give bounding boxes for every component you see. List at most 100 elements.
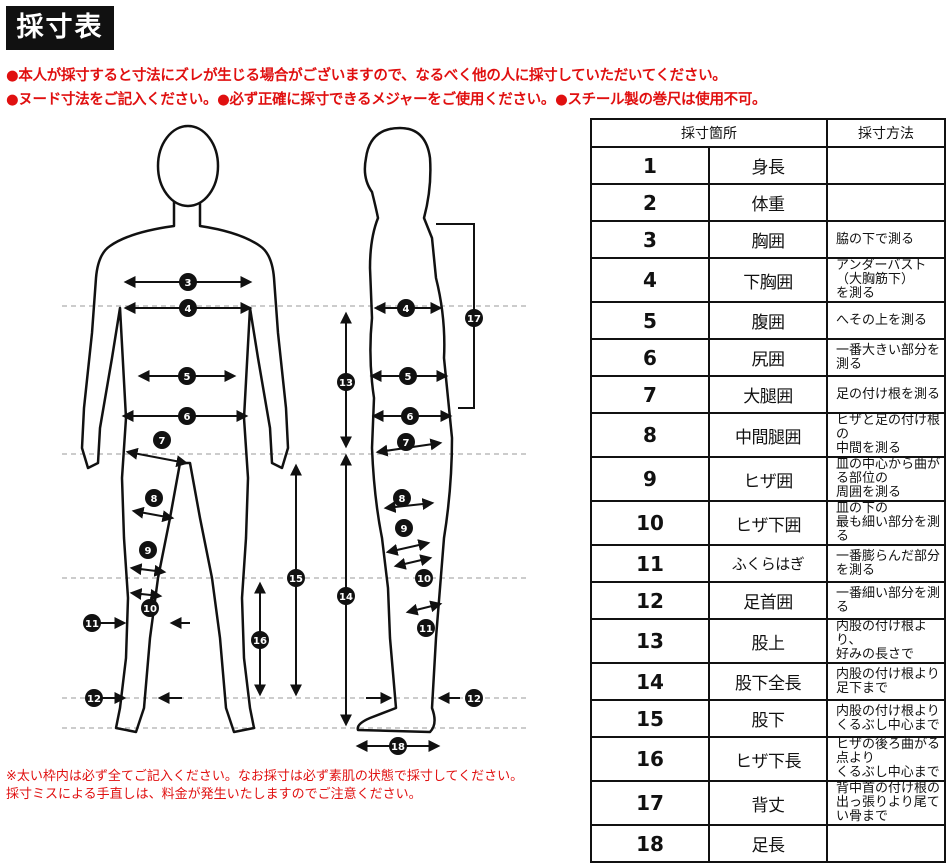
row-number: 8: [590, 412, 710, 458]
row-number: 15: [590, 699, 710, 738]
svg-text:5: 5: [405, 372, 412, 383]
badge-12: 12: [85, 689, 103, 707]
row-method-cell: 一番細い部分を測る: [826, 581, 946, 620]
svg-text:4: 4: [185, 304, 192, 315]
row-location: ふくらはぎ: [708, 544, 828, 583]
row-method-cell: 内股の付け根より足下まで: [826, 662, 946, 701]
badge-7: 7: [153, 431, 171, 449]
row-number: 10: [590, 500, 710, 546]
footer-note-1: ※太い枠内は必ず全てご記入ください。なお採寸は必ず素肌の状態で採寸してください。: [6, 769, 524, 784]
row-number: 1: [590, 146, 710, 185]
row-method-cell: ヒザと足の付け根の 中間を測る: [826, 412, 946, 458]
row-number: 12: [590, 581, 710, 620]
row-method: 皿の中心から曲がる部位の 周囲を測る: [836, 457, 941, 500]
svg-text:7: 7: [159, 436, 166, 447]
row-location: 足首囲: [708, 581, 828, 620]
badge-14-side: 14: [337, 587, 355, 605]
row-location: 足長: [708, 824, 828, 863]
badge-11: 11: [83, 614, 101, 632]
row-location: 股上: [708, 618, 828, 664]
badge-9: 9: [139, 541, 157, 559]
svg-text:10: 10: [417, 574, 431, 585]
svg-text:16: 16: [253, 636, 267, 647]
header-location: 採寸箇所: [590, 118, 828, 148]
side-badges: 4 5 6 7 8 9 10 11 12 13 14 17 18: [337, 299, 483, 755]
badge-4: 4: [179, 299, 197, 317]
badge-12-side: 12: [465, 689, 483, 707]
header-method: 採寸方法: [826, 118, 946, 148]
row-method: 内股の付け根より、 好みの長さで: [836, 619, 928, 662]
row-method: 一番膨らんだ部分を測る: [836, 548, 941, 578]
row-number: 7: [590, 375, 710, 414]
svg-text:5: 5: [184, 372, 191, 383]
badge-16: 16: [251, 631, 269, 649]
row-number: 17: [590, 780, 710, 826]
svg-text:4: 4: [403, 304, 410, 315]
row-number: 13: [590, 618, 710, 664]
front-pointer-arrows: [100, 617, 190, 704]
badge-15: 15: [287, 569, 305, 587]
svg-text:11: 11: [85, 619, 99, 630]
body-measurement-figure: 3 4 5 6 7 8 9 10 11 12 15 16 4 5 6 7 8 9…: [62, 124, 530, 755]
row-number: 5: [590, 301, 710, 340]
svg-text:3: 3: [185, 278, 192, 289]
row-location: 背丈: [708, 780, 828, 826]
svg-text:18: 18: [391, 742, 405, 753]
svg-text:7: 7: [403, 438, 410, 449]
row-method: 一番大きい部分を測る: [836, 342, 941, 372]
row-location: 体重: [708, 183, 828, 222]
row-number: 2: [590, 183, 710, 222]
badge-5: 5: [178, 367, 196, 385]
page-title: 採寸表: [6, 6, 114, 50]
row-location: 尻囲: [708, 338, 828, 377]
row-method-cell: 足の付け根を測る: [826, 375, 946, 414]
badge-11-side: 11: [417, 619, 435, 637]
row-method: アンダーバスト（大胸筋下） を測る: [836, 258, 927, 301]
footer-note-2: 採寸ミスによる手直しは、料金が発生いたしますのでご注意ください。: [6, 787, 422, 802]
table-header-row: 採寸箇所 採寸方法: [590, 118, 946, 148]
row-method: へその上を測る: [836, 312, 928, 328]
badge-10-side: 10: [415, 569, 433, 587]
row-location: 股下全長: [708, 662, 828, 701]
svg-text:13: 13: [339, 378, 353, 389]
badge-3: 3: [179, 273, 197, 291]
row-number: 11: [590, 544, 710, 583]
row-number: 16: [590, 736, 710, 782]
badge-6: 6: [178, 407, 196, 425]
row-method: 背中首の付け根の 出っ張りより尾てい骨まで: [836, 781, 941, 824]
row-number: 3: [590, 220, 710, 259]
row-method-cell: へその上を測る: [826, 301, 946, 340]
row-method-cell: 一番膨らんだ部分を測る: [826, 544, 946, 583]
row-location: 腹囲: [708, 301, 828, 340]
svg-text:8: 8: [399, 494, 406, 505]
row-location: 股下: [708, 699, 828, 738]
row-method-cell: ヒザの後ろ曲がる点より くるぶし中心まで: [826, 736, 946, 782]
svg-text:10: 10: [143, 604, 157, 615]
row-method: 脇の下で測る: [836, 231, 915, 247]
row-number: 18: [590, 824, 710, 863]
row-method-cell: 内股の付け根より くるぶし中心まで: [826, 699, 946, 738]
svg-text:6: 6: [184, 412, 191, 423]
badge-8-side: 8: [393, 489, 411, 507]
row-method-cell: [826, 824, 946, 863]
svg-text:14: 14: [339, 592, 353, 603]
row-method: 内股の付け根より くるぶし中心まで: [836, 703, 940, 733]
svg-text:8: 8: [151, 494, 158, 505]
row-location: ヒザ囲: [708, 456, 828, 502]
